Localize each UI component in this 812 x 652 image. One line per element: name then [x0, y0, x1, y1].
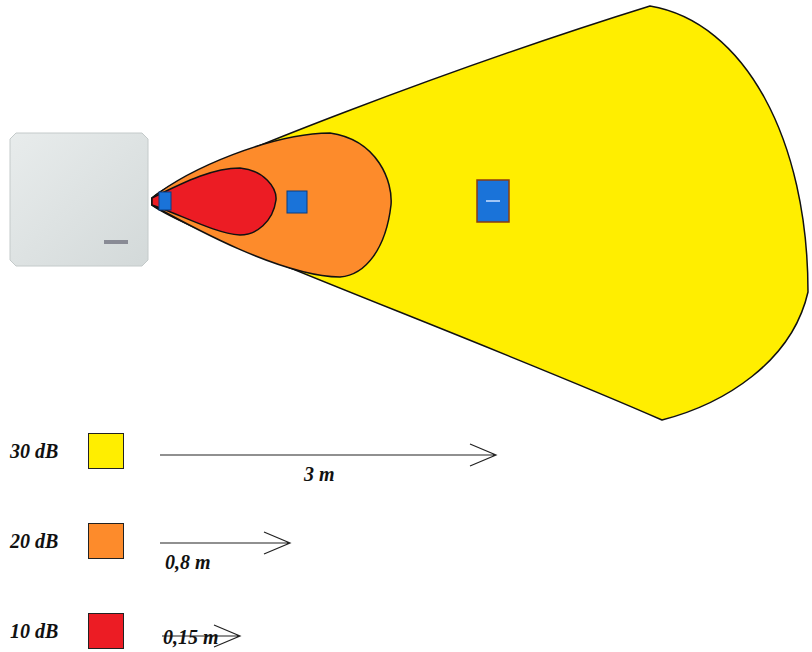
range-arrow: [160, 532, 290, 554]
distance-label: 0,8 m: [165, 551, 211, 573]
legend-swatch: [88, 433, 124, 469]
range-arrow: [160, 444, 496, 466]
rfid-tag: [159, 192, 171, 210]
rfid-tag: [477, 180, 509, 222]
rfid-tag: [287, 191, 307, 213]
range-arrow: [162, 625, 240, 647]
field-30db: [152, 6, 808, 420]
legend-swatch: [88, 613, 124, 649]
field-10db: [152, 168, 276, 235]
tag-mark: [486, 200, 500, 202]
field-20db: [152, 133, 391, 277]
legend-label: 10 dB: [10, 620, 58, 642]
legend-swatch: [88, 523, 124, 559]
distance-label: 3 m: [304, 463, 335, 485]
antenna-logo: [104, 240, 128, 244]
distance-label: 0,15 m: [163, 626, 219, 648]
reader-antenna: [10, 133, 148, 266]
legend-label: 30 dB: [10, 440, 58, 462]
legend-label: 20 dB: [10, 530, 58, 552]
